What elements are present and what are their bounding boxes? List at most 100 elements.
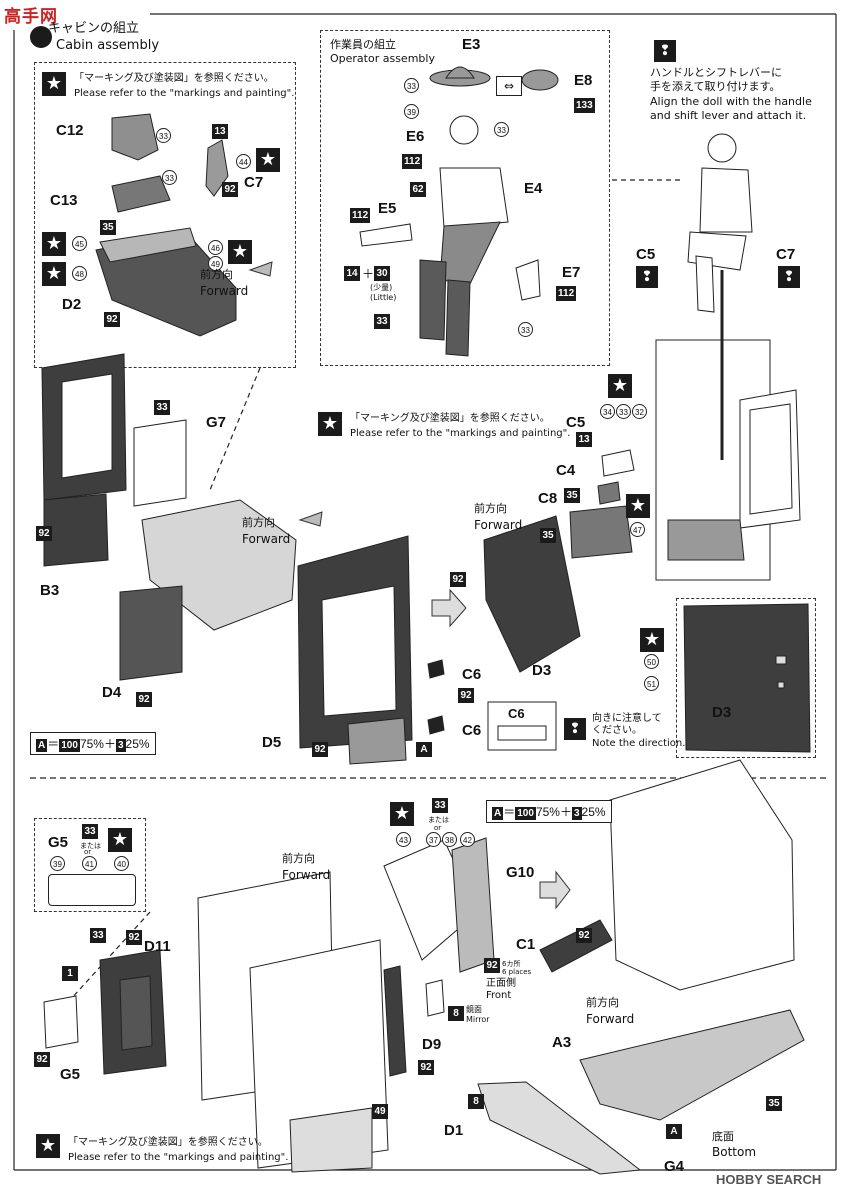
bottom-en: Bottom <box>712 1145 757 1159</box>
color-39: 39 <box>404 104 419 119</box>
star-g5-icon: ★ <box>108 828 132 852</box>
color-40: 40 <box>114 856 129 871</box>
color-49: 49 <box>372 1104 388 1119</box>
or-jp: または <box>428 816 449 824</box>
color-13: 13 <box>576 432 592 447</box>
section-title-jp: キャビンの組立 <box>48 21 140 36</box>
d3-detail <box>683 603 811 753</box>
color-8: 8 <box>448 1006 464 1021</box>
color-46: 46 <box>208 240 223 255</box>
part-d4: D4 <box>102 684 122 701</box>
part-d3: D3 <box>532 662 552 679</box>
g5-window <box>48 874 136 906</box>
front-jp: 正面側 <box>486 978 516 989</box>
swap-arrows-icon: ⇔ <box>496 76 522 96</box>
g5-panel <box>34 818 146 912</box>
plus-sign: ＋ <box>362 267 375 281</box>
part-e3: E3 <box>462 36 481 53</box>
glue-icon: ❢ <box>564 718 586 740</box>
color-8: 8 <box>468 1094 484 1109</box>
part-e8: E8 <box>574 72 593 89</box>
section-title-en: Cabin assembly <box>56 38 160 53</box>
color-35: 35 <box>564 488 580 503</box>
places-jp: 6カ所 <box>502 960 521 968</box>
mid-marking-jp: 「マーキング及び塗装図」を参照ください。 <box>350 413 550 424</box>
star-d2-icon: ★ <box>42 232 66 256</box>
operator-figure <box>359 66 559 357</box>
part-e6: E6 <box>406 128 425 145</box>
part-d1: D1 <box>444 1122 464 1139</box>
direction-jp2: ください。 <box>592 725 642 736</box>
part-c8: C8 <box>538 490 558 507</box>
color-92: 92 <box>418 1060 434 1075</box>
handle-jp-1: ハンドルとシフトレバーに <box>650 66 782 79</box>
seat-marking-jp: 「マーキング及び塗装図」を参照ください。 <box>74 73 274 84</box>
part-c6: C6 <box>462 666 482 683</box>
star-d3-icon: ★ <box>640 628 664 652</box>
glue-icon: ❢ <box>636 266 658 288</box>
color-92: 92 <box>222 182 238 197</box>
cab-frame-left <box>41 353 635 765</box>
color-92: 92 <box>576 928 592 943</box>
part-c6: C6 <box>462 722 482 739</box>
part-c4: C4 <box>556 462 576 479</box>
watermark: HOBBY SEARCH <box>716 1172 822 1187</box>
color-92: 92 <box>104 312 120 327</box>
part-e4: E4 <box>524 180 543 197</box>
part-g5: G5 <box>48 834 69 851</box>
color-35: 35 <box>766 1096 782 1111</box>
bottom-assembly <box>43 759 805 1175</box>
direction-jp: 向きに注意して <box>592 713 662 724</box>
star-c5-icon: ★ <box>608 374 632 398</box>
color-35: 35 <box>540 528 556 543</box>
part-a3: A3 <box>552 1034 572 1051</box>
color-92: 92 <box>312 742 328 757</box>
handle-en-1: Align the doll with the handle <box>650 95 812 108</box>
color-49: 49 <box>208 256 223 271</box>
color-30: 30 <box>374 266 390 281</box>
color-92: 92 <box>450 572 466 587</box>
color-43: 43 <box>396 832 411 847</box>
operator-title-en: Operator assembly <box>330 52 435 65</box>
star-c8-icon: ★ <box>626 494 650 518</box>
star-c7-icon: ★ <box>256 148 280 172</box>
part-c6-inset: C6 <box>508 706 525 721</box>
little-jp: (少量) <box>370 283 393 292</box>
color-32: 32 <box>632 404 647 419</box>
part-d3: D3 <box>712 704 732 721</box>
color-33: 33 <box>432 798 448 813</box>
color-48: 48 <box>72 266 87 281</box>
forward-en: Forward <box>242 532 291 546</box>
color-33: 33 <box>374 314 390 329</box>
color-33: 33 <box>494 122 509 137</box>
part-b3: B3 <box>40 582 60 599</box>
forward-en: Forward <box>586 1012 635 1026</box>
part-c5: C5 <box>566 414 586 431</box>
color-51: 51 <box>644 676 659 691</box>
seat-drawing <box>95 113 237 337</box>
color-33: 33 <box>82 824 98 839</box>
color-a: A <box>416 742 432 757</box>
color-112: 112 <box>402 154 423 169</box>
part-g5: G5 <box>60 1066 81 1083</box>
part-c7: C7 <box>776 246 796 263</box>
or-en: or <box>84 848 92 856</box>
or-en: or <box>434 824 442 832</box>
d3-detail-panel <box>676 598 816 758</box>
part-c5: C5 <box>636 246 656 263</box>
seated-doll <box>687 133 753 313</box>
glue-icon: ❢ <box>654 40 676 62</box>
color-38: 38 <box>442 832 457 847</box>
forward-jp: 前方向 <box>474 502 507 515</box>
direction-en: Note the direction. <box>592 738 686 749</box>
color-92: 92 <box>458 688 474 703</box>
part-g10: G10 <box>506 864 535 881</box>
little-en: (Little) <box>370 293 397 302</box>
flow-arrows <box>248 261 571 910</box>
color-45: 45 <box>72 236 87 251</box>
color-34: 34 <box>600 404 615 419</box>
or-jp: または <box>80 842 101 850</box>
seat-panel <box>34 62 296 368</box>
